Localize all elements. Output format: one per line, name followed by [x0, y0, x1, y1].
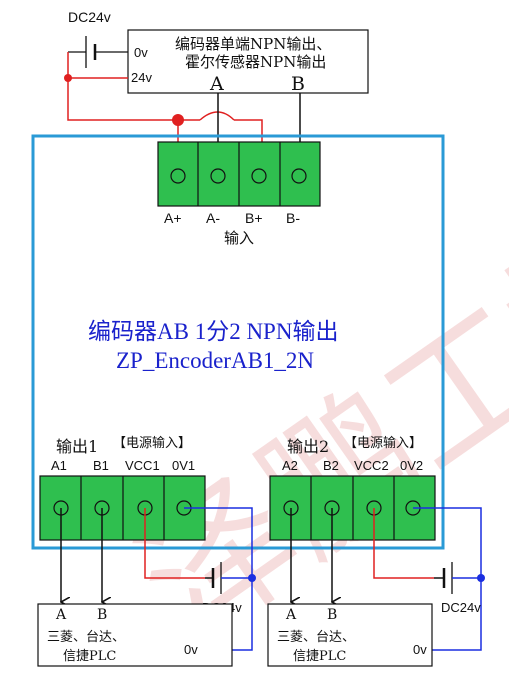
plc2-a-label: A — [285, 607, 297, 623]
terminal-b-plus — [251, 168, 267, 184]
plc1-block: A B 三菱、台达、 信捷PLC 0v — [37, 603, 233, 667]
terminal-b-minus — [291, 168, 307, 184]
output1-label: 输出1 — [56, 437, 98, 456]
module-outline — [31, 134, 445, 550]
encoder-title-1: 编码器单端NPN输出、 — [175, 35, 331, 53]
encoder-24v-label: 24v — [131, 70, 152, 85]
plc1-0v-label: 0v — [184, 642, 198, 657]
plc1-name-2: 信捷PLC — [63, 649, 116, 664]
encoder-b-label: B — [291, 73, 305, 95]
output1-term-a: A1 — [51, 458, 67, 473]
encoder-box — [127, 29, 369, 94]
output2-term-vcc: VCC2 — [354, 458, 389, 473]
terminal-label-b-plus: B+ — [245, 210, 263, 226]
input-terminal-block: A+ A- B+ B- 输入 — [157, 141, 321, 247]
plc2-box — [267, 603, 433, 667]
output2-term-b: B2 — [323, 458, 339, 473]
plc2-0v-label: 0v — [413, 642, 427, 657]
terminal-label-b-minus: B- — [286, 210, 300, 226]
input-caption: 输入 — [224, 229, 254, 247]
output2-label: 输出2 — [287, 437, 329, 456]
output1-term-vcc: VCC1 — [125, 458, 160, 473]
plc2-dc-label: DC24v — [441, 600, 481, 615]
output2-power-note: 【电源输入】 — [344, 435, 422, 451]
supply-junction-top-center — [172, 114, 184, 126]
output1-term-0v: 0V1 — [172, 458, 195, 473]
terminal-a-plus — [170, 168, 186, 184]
plc1-name-1: 三菱、台达、 — [47, 630, 125, 645]
plc1-b-label: B — [97, 607, 107, 623]
top-dc-source: DC24v — [67, 9, 128, 78]
plc2-name-2: 信捷PLC — [293, 649, 346, 664]
encoder-title-2: 霍尔传感器NPN输出 — [185, 53, 326, 71]
encoder-0v-label: 0v — [134, 45, 148, 60]
output2-term-0v: 0V2 — [400, 458, 423, 473]
encoder-a-label: A — [209, 73, 224, 95]
output2-term-a: A2 — [282, 458, 298, 473]
output2-junction — [477, 574, 485, 582]
plc2-block: A B 三菱、台达、 信捷PLC 0v — [267, 603, 433, 667]
output2-wiring — [291, 507, 482, 651]
output1-power-note: 【电源输入】 — [113, 435, 191, 451]
module-title-1: 编码器AB 1分2 NPN输出 — [88, 319, 338, 344]
plc1-box — [37, 603, 233, 667]
supply-junction-top-left — [64, 74, 72, 82]
top-dc-label: DC24v — [68, 9, 111, 25]
output1-term-b: B1 — [93, 458, 109, 473]
output1-group: 输出1 【电源输入】 A1 B1 VCC1 0V1 — [39, 435, 206, 541]
terminal-a-minus — [210, 168, 226, 184]
plc2-name-1: 三菱、台达、 — [277, 630, 355, 645]
output2-group: 输出2 【电源输入】 A2 B2 VCC2 0V2 — [269, 435, 436, 541]
plc2-b-label: B — [327, 607, 337, 623]
terminal-label-a-minus: A- — [206, 210, 220, 226]
output1-junction — [248, 574, 256, 582]
plc1-a-label: A — [55, 607, 67, 623]
encoder-block: 编码器单端NPN输出、 霍尔传感器NPN输出 A B 0v 24v — [127, 29, 369, 95]
terminal-label-a-plus: A+ — [164, 210, 182, 226]
module-title-2: ZP_EncoderAB1_2N — [116, 348, 314, 373]
